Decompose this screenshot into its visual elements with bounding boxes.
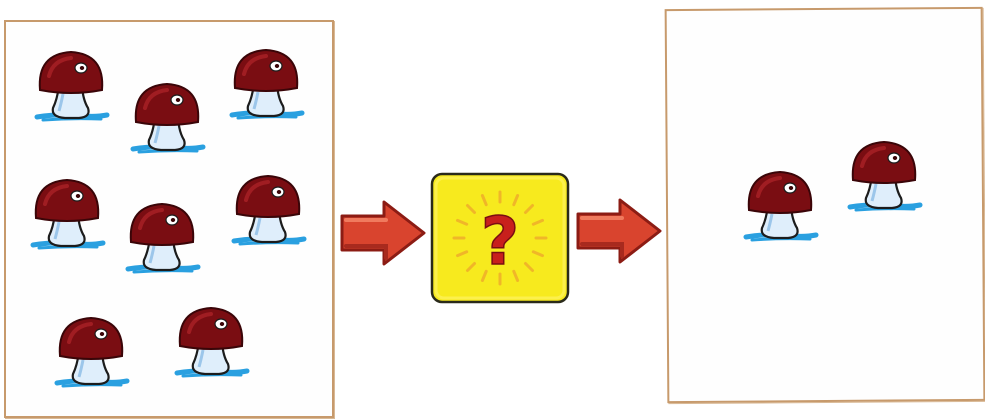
mystery-box: ? bbox=[430, 172, 570, 304]
mushroom bbox=[37, 52, 107, 120]
sparkle-ray bbox=[466, 262, 476, 272]
mushroom bbox=[133, 84, 203, 152]
after-mushroom-group bbox=[746, 142, 920, 240]
arrow-right-icon bbox=[576, 198, 662, 264]
mushroom bbox=[57, 318, 127, 386]
sparkle-ray bbox=[480, 194, 488, 207]
sparkle-ray bbox=[480, 269, 488, 282]
mushroom bbox=[746, 172, 816, 240]
mushroom bbox=[234, 176, 304, 244]
sparkle-ray bbox=[531, 218, 544, 226]
mushroom bbox=[850, 142, 920, 210]
sparkle-ray bbox=[512, 269, 520, 282]
sparkle-rays-icon bbox=[452, 190, 548, 286]
sparkle-ray bbox=[456, 218, 469, 226]
sparkle-ray bbox=[524, 262, 534, 272]
before-mushroom-group bbox=[33, 50, 304, 386]
mushroom bbox=[33, 180, 103, 248]
sparkle-ray bbox=[466, 204, 476, 214]
question-mark-icon: ? bbox=[481, 203, 519, 280]
mushroom bbox=[128, 204, 198, 272]
sparkle-ray bbox=[512, 194, 520, 207]
sparkle-ray bbox=[456, 250, 469, 258]
arrow-right-icon bbox=[340, 200, 426, 266]
mushroom bbox=[177, 308, 247, 376]
sparkle-ray bbox=[524, 204, 534, 214]
sparkle-ray bbox=[531, 250, 544, 258]
mushroom bbox=[232, 50, 302, 118]
